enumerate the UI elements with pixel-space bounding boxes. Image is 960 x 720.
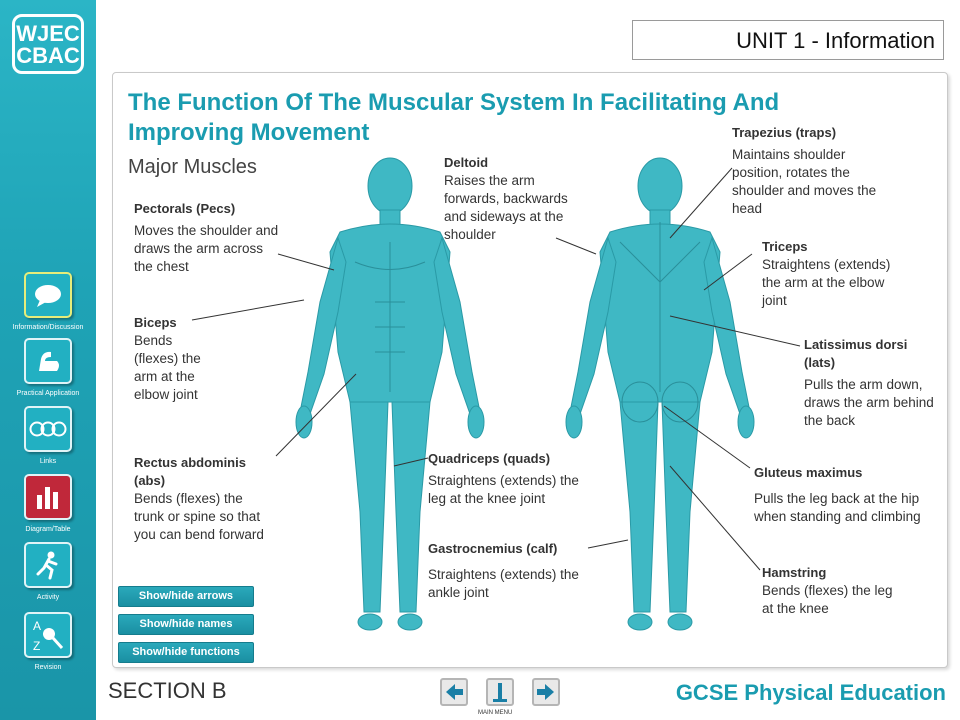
sidebar-item-diagram[interactable]: Diagram/Table: [4, 474, 92, 533]
muscle-name: Trapezius (traps): [732, 125, 837, 140]
sidebar-item-label: Activity: [36, 594, 60, 601]
muscle-label-triceps: Triceps Straightens (extends) the arm at…: [762, 238, 912, 310]
page-title: The Function Of The Muscular System In F…: [128, 89, 780, 146]
muscle-name: Biceps: [134, 315, 177, 330]
logo-line2: CBAC: [16, 43, 80, 68]
muscle-label-gluteus-maximus: Gluteus maximus Pulls the leg back at th…: [754, 464, 930, 526]
diagram-button[interactable]: [24, 474, 72, 520]
home-figure-icon: [493, 683, 507, 702]
activity-button[interactable]: [24, 542, 72, 588]
toggle-names-button[interactable]: Show/hide names: [118, 614, 254, 635]
unit-title: UNIT 1 - Information: [632, 20, 944, 60]
sidebar-item-label: Diagram/Table: [25, 526, 71, 533]
sidebar-item-information[interactable]: Information/Discussion: [4, 272, 92, 331]
front-body-figure: [295, 157, 485, 631]
svg-text:A: A: [33, 619, 41, 633]
muscle-label-trapezius: Trapezius (traps) Maintains shoulder pos…: [732, 124, 882, 218]
muscle-label-quadriceps: Quadriceps (quads) Straightens (extends)…: [428, 450, 588, 508]
muscle-function: Straightens (extends) the ankle joint: [428, 567, 579, 600]
practical-button[interactable]: [24, 338, 72, 384]
muscle-label-latissimus-dorsi: Latissimus dorsi (lats) Pulls the arm do…: [804, 336, 938, 430]
muscle-label-hamstring: Hamstring Bends (flexes) the leg at the …: [762, 564, 902, 618]
muscle-function: Pulls the arm down, draws the arm behind…: [804, 377, 934, 428]
main-menu-button[interactable]: [486, 678, 514, 706]
logo-line1: WJEC: [16, 21, 80, 46]
sidebar: WJEC CBAC Information/Discussion Practic…: [0, 0, 96, 720]
muscle-label-pectorals: Pectorals (Pecs) Moves the shoulder and …: [134, 200, 284, 276]
muscle-function: Straightens (extends) the leg at the kne…: [428, 473, 579, 506]
muscle-function: Bends (flexes) the arm at the elbow join…: [134, 333, 201, 402]
muscle-name: Pectorals (Pecs): [134, 201, 236, 216]
sidebar-item-links[interactable]: Links: [4, 406, 92, 465]
main-menu-label: MAIN MENU: [478, 710, 513, 716]
sidebar-item-label: Links: [39, 458, 57, 465]
sidebar-item-practical[interactable]: Practical Application: [4, 338, 92, 397]
flexed-arm-icon: [39, 351, 59, 371]
muscle-name: Quadriceps (quads): [428, 451, 551, 466]
arrow-left-icon: [446, 684, 463, 700]
sidebar-item-label: Revision: [34, 664, 62, 671]
page-subtitle: Major Muscles: [128, 156, 257, 178]
bar-chart-icon: [37, 487, 58, 509]
muscle-function: Bends (flexes) the leg at the knee: [762, 583, 893, 616]
muscle-name: Hamstring: [762, 565, 827, 580]
sidebar-item-label: Practical Application: [16, 390, 80, 397]
toggle-arrows-button[interactable]: Show/hide arrows: [118, 586, 254, 607]
wjec-logo: WJEC CBAC: [12, 14, 84, 74]
toggle-functions-button[interactable]: Show/hide functions: [118, 642, 254, 663]
revision-button[interactable]: A Z: [24, 612, 72, 658]
muscle-name: Gluteus maximus: [754, 465, 863, 480]
az-magnifier-icon: A Z: [33, 619, 64, 652]
muscle-label-gastrocnemius: Gastrocnemius (calf) Straightens (extend…: [428, 540, 588, 602]
muscle-function: Pulls the leg back at the hip when stand…: [754, 491, 921, 524]
content-card: [112, 72, 948, 668]
muscle-function: Maintains shoulder position, rotates the…: [732, 147, 877, 216]
muscle-label-deltoid: Deltoid Raises the arm forwards, backwar…: [444, 154, 594, 244]
svg-text:Z: Z: [33, 639, 40, 652]
muscle-function: Raises the arm forwards, backwards and s…: [444, 173, 568, 242]
course-title: GCSE Physical Education: [675, 680, 946, 705]
sidebar-item-revision[interactable]: A Z Revision: [4, 612, 92, 671]
muscle-name: Gastrocnemius (calf): [428, 541, 558, 556]
next-button[interactable]: [532, 678, 560, 706]
runner-icon: [36, 551, 58, 580]
muscle-function: Straightens (extends) the arm at the elb…: [762, 257, 891, 308]
muscle-name: Deltoid: [444, 155, 489, 170]
links-button[interactable]: [24, 406, 72, 452]
muscle-label-rectus-abdominis: Rectus abdominis (abs) Bends (flexes) th…: [134, 454, 268, 544]
muscle-name: Triceps: [762, 239, 808, 254]
muscle-label-biceps: Biceps Bends (flexes) the arm at the elb…: [134, 314, 220, 404]
muscle-name: Rectus abdominis (abs): [134, 455, 246, 488]
sidebar-item-label: Information/Discussion: [12, 324, 84, 331]
olympic-rings-icon: [29, 421, 67, 437]
back-body-figure: [565, 157, 755, 631]
sidebar-item-activity[interactable]: Activity: [4, 542, 92, 601]
muscle-function: Bends (flexes) the trunk or spine so tha…: [134, 491, 264, 542]
section-label: SECTION B: [108, 678, 227, 703]
previous-button[interactable]: [440, 678, 468, 706]
information-button[interactable]: [24, 272, 72, 318]
speech-bubble-icon: [35, 285, 61, 307]
arrow-right-icon: [537, 684, 554, 700]
muscle-function: Moves the shoulder and draws the arm acr…: [134, 223, 279, 274]
muscle-name: Latissimus dorsi (lats): [804, 337, 908, 370]
